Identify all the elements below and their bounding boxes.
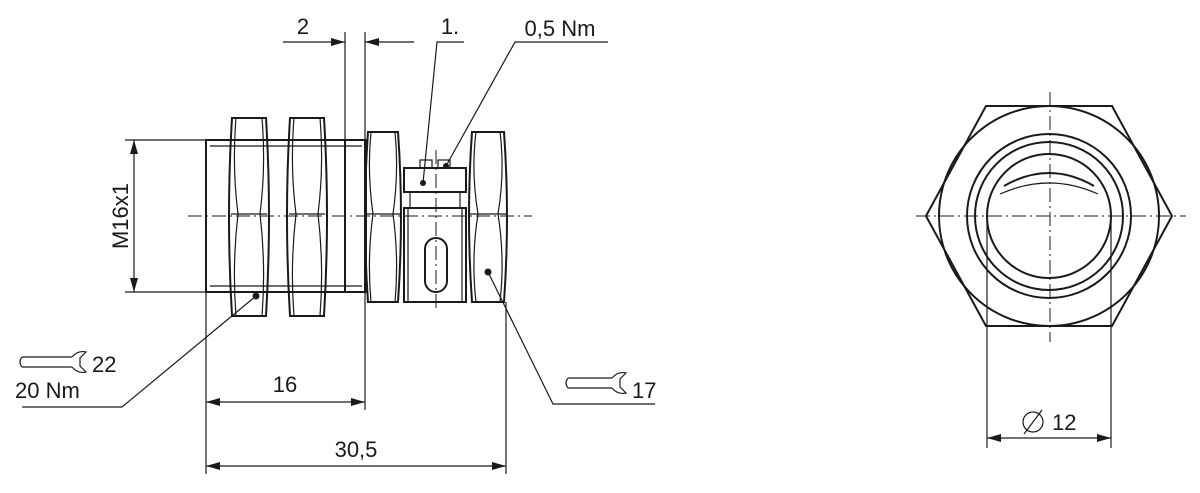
wrench-17-label: 17 (632, 378, 656, 403)
connector-tab (1003, 172, 1095, 187)
torque-small-label: 0,5 Nm (525, 16, 596, 41)
slot (424, 237, 448, 293)
thread-dimension: M16x1 (108, 139, 206, 293)
dim-30-5-label: 30,5 (335, 437, 378, 462)
diameter-12-label: 12 (1052, 410, 1076, 435)
note-1-label: 1. (441, 14, 459, 39)
side-view: M16x1 2 1. 0,5 Nm 22 (15, 14, 656, 474)
leader-1: 1. (422, 14, 464, 184)
dim-2-label: 2 (297, 14, 309, 39)
leader-17: 17 (487, 271, 656, 405)
dim-16: 16 (205, 292, 366, 474)
outer-circle (938, 105, 1160, 327)
wrench-22-label: 22 (92, 352, 116, 377)
hex-17-right (468, 131, 508, 303)
dim-16-label: 16 (273, 372, 297, 397)
potentiometer (403, 167, 467, 193)
inner-circle (974, 141, 1124, 291)
diameter-symbol-icon (1022, 409, 1044, 435)
hex-17-left (364, 131, 402, 303)
diameter-dimension: 12 (986, 216, 1112, 448)
hexagon-outline (924, 105, 1174, 327)
wrench-icon (19, 350, 88, 374)
dim-2: 2 (283, 14, 414, 140)
nut-22-second (286, 117, 328, 317)
middle-circle (966, 133, 1132, 299)
wrench-icon (565, 371, 628, 395)
dim-30-5: 30,5 (206, 302, 507, 474)
torque-20-label: 20 Nm (15, 378, 80, 403)
leader-torque-small: 0,5 Nm (445, 16, 608, 167)
connector-middle (403, 159, 467, 303)
thread-label: M16x1 (108, 183, 133, 249)
front-view: 12 (916, 92, 1186, 448)
leader-22: 22 20 Nm (15, 295, 257, 408)
